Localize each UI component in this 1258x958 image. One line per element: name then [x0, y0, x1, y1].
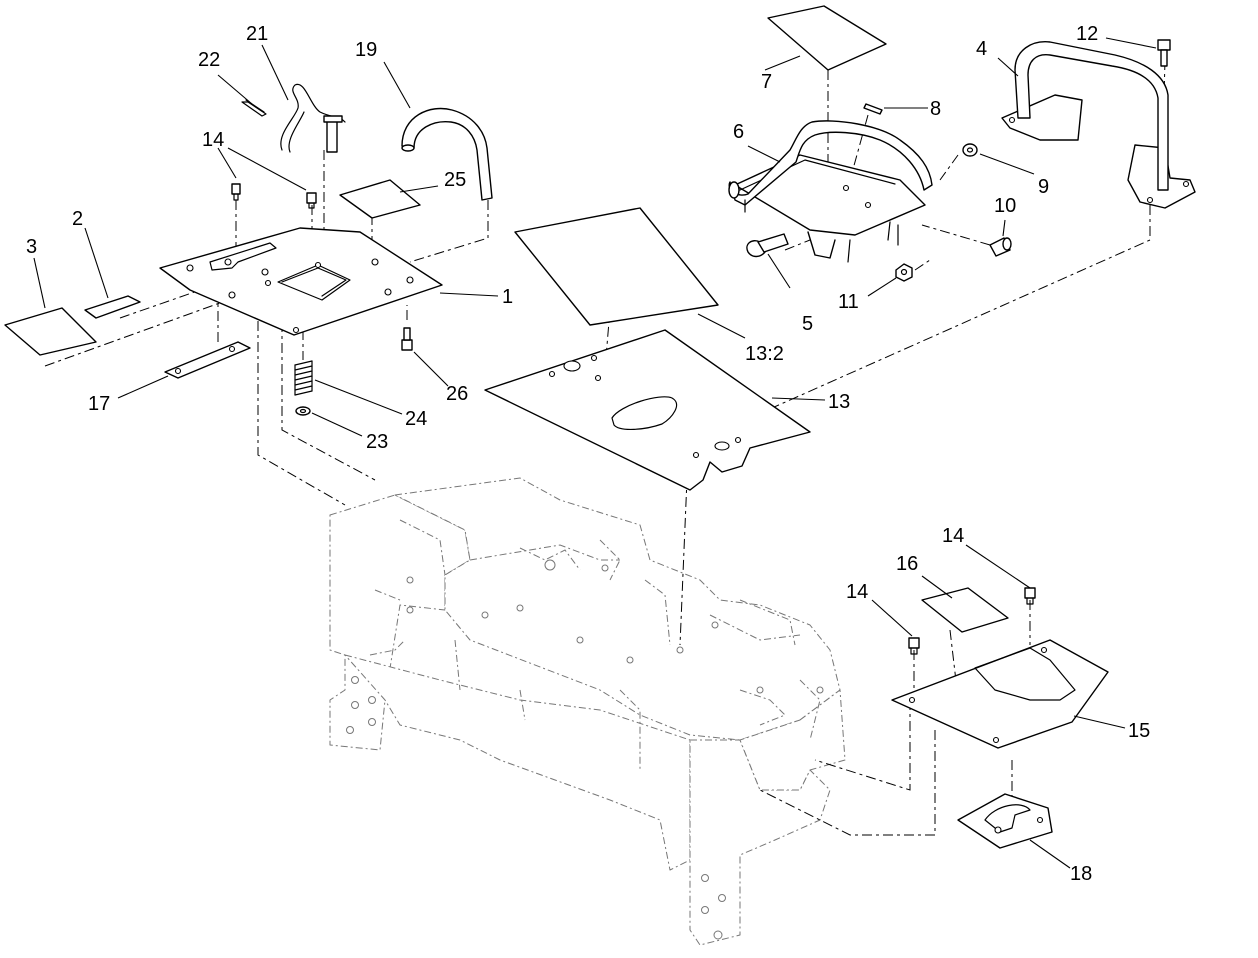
part-4-grab-handle — [1001, 41, 1196, 209]
part-14-bolt-c — [908, 637, 920, 655]
callout-13: 13 — [828, 391, 850, 413]
part-5-bolt — [746, 233, 789, 258]
callout-5: 5 — [802, 313, 813, 335]
callout-26: 26 — [446, 383, 468, 405]
part-12-bolt — [1157, 39, 1171, 67]
part-10-bushing — [989, 237, 1012, 257]
part-18-bracket — [957, 793, 1053, 849]
callout-10: 10 — [994, 195, 1016, 217]
part-1-plate — [159, 227, 443, 336]
callout-18: 18 — [1070, 863, 1092, 885]
callout-15: 15 — [1128, 720, 1150, 742]
part-15-plate — [891, 639, 1109, 749]
callout-22: 22 — [198, 49, 220, 71]
callout-13-2: 13:2 — [745, 343, 784, 365]
callout-2: 2 — [72, 208, 83, 230]
part-11-nut — [895, 263, 913, 282]
callout-4: 4 — [976, 38, 987, 60]
callout-19: 19 — [355, 39, 377, 61]
callout-17: 17 — [88, 393, 110, 415]
part-13-floor-panel — [484, 329, 811, 491]
callout-9: 9 — [1038, 176, 1049, 198]
part-6-seat-bracket — [728, 120, 933, 263]
part-19-handle — [401, 107, 493, 201]
callout-1: 1 — [502, 286, 513, 308]
part-17-bracket — [164, 341, 251, 379]
part-2-decal — [84, 295, 141, 319]
callout-labels: 1 2 3 4 5 6 7 8 9 10 11 12 13 13:2 14 14… — [26, 23, 1150, 885]
part-22-cotter-pin — [241, 99, 267, 117]
part-23-washer — [295, 406, 311, 416]
callout-6: 6 — [733, 121, 744, 143]
part-21-latch-pin — [280, 83, 346, 153]
part-25-decal — [339, 179, 421, 219]
part-14-bolt-a — [231, 183, 241, 201]
leader-lines — [33, 37, 1157, 869]
part-26-bolt — [401, 327, 413, 351]
part-14-bolt-d — [1024, 587, 1036, 605]
callout-23: 23 — [366, 431, 388, 453]
part-7-decal — [767, 5, 887, 71]
part-14-bolt-b — [306, 192, 317, 209]
part-8-key — [863, 103, 883, 115]
callout-14-right-high: 14 — [942, 525, 964, 547]
callout-14-left: 14 — [202, 129, 224, 151]
callout-24: 24 — [405, 408, 427, 430]
part-3-decal — [4, 307, 97, 356]
part-9-washer — [962, 143, 978, 157]
callout-25: 25 — [444, 169, 466, 191]
main-frame — [329, 477, 846, 946]
callout-11: 11 — [838, 291, 859, 313]
part-24-spring — [294, 360, 313, 396]
part-16-decal — [921, 587, 1009, 633]
callout-12: 12 — [1076, 23, 1098, 45]
callout-14-right-low: 14 — [846, 581, 868, 603]
callout-7: 7 — [761, 71, 772, 93]
part-13-2-decal — [514, 207, 719, 326]
callout-3: 3 — [26, 236, 37, 258]
callout-21: 21 — [246, 23, 268, 45]
callout-16: 16 — [896, 553, 918, 575]
callout-8: 8 — [930, 98, 941, 120]
